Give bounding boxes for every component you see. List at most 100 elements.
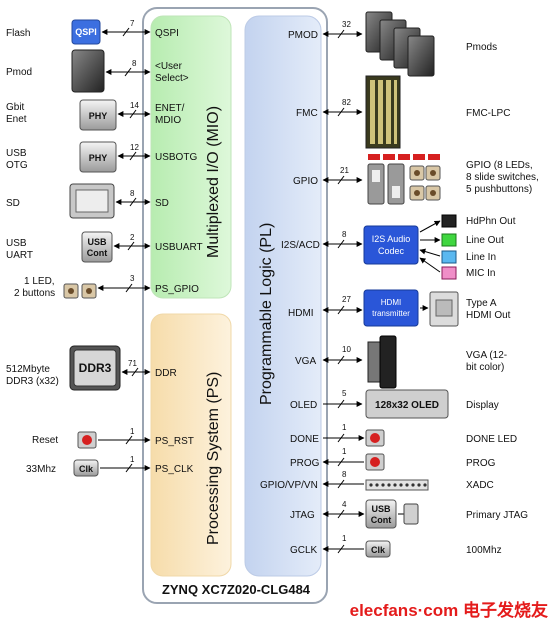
prog-bus-width: 1 [342, 447, 347, 456]
fmc-bus-slash [337, 107, 345, 117]
hdmi-bus-slash [337, 305, 345, 315]
ps-region [150, 313, 232, 577]
usbuart-bus-slash [127, 241, 135, 251]
i2s-signal: I2S/ACD [281, 240, 320, 251]
jtag-signal: JTAG [290, 510, 315, 521]
pmod-right-signal: PMOD [288, 30, 318, 41]
mio-region [150, 15, 232, 299]
flash-label: Flash [6, 28, 30, 39]
hdmi-chip-line1: HDMI [381, 298, 401, 307]
done-signal: DONE [290, 434, 319, 445]
jtag-bus-slash [337, 509, 345, 519]
reset-bus-width: 1 [130, 427, 135, 436]
vga-bus-slash [337, 355, 345, 365]
usbotg-bus-slash [129, 151, 137, 161]
audio-codec-line2: Codec [378, 246, 405, 256]
done-led-label: DONE LED [466, 434, 517, 445]
prog-label: PROG [466, 458, 496, 469]
gpio-label-line1: GPIO (8 LEDs, [466, 160, 533, 171]
usbuart-chip-line1: USB [87, 237, 107, 247]
reset-bus-slash [125, 435, 133, 445]
jtag-chip-line2: Cont [371, 515, 392, 525]
reset-button-cap [82, 435, 92, 445]
pmod-left-bus-slash [124, 67, 132, 77]
qspi-signal: QSPI [155, 28, 179, 39]
ps-gpio-bus-slash [125, 283, 133, 293]
ps-clk-bus-width: 1 [130, 455, 135, 464]
chip-name: ZYNQ XC7Z020-CLG484 [162, 582, 311, 597]
usbotg-label-line2: OTG [6, 160, 28, 171]
ps-gpio-button-1-cap [68, 288, 74, 294]
ps-gpio-label-line1: 1 LED, [24, 276, 55, 287]
ps-clk-signal: PS_CLK [155, 464, 194, 475]
gclk-chip [365, 540, 391, 558]
line-in-jack-icon [441, 250, 457, 264]
jtag-chip-line1: USB [371, 504, 391, 514]
usbotg-bus-width: 12 [130, 143, 139, 152]
jtag-usb-cont-chip [365, 499, 397, 529]
watermark-logo: elecfans·com 电子发烧友 [350, 600, 548, 620]
qspi-chip [71, 19, 101, 45]
usbuart-label-line1: USB [6, 238, 27, 249]
audio-output-1: Line Out [466, 235, 504, 246]
gpio-leds-switches-buttons-icon [367, 154, 441, 205]
jtag-bus-width: 4 [342, 500, 347, 509]
enet-signal-line1: ENET/ [155, 103, 185, 114]
pmod-connectors-icon [365, 11, 435, 77]
usbotg-label-line1: USB [6, 148, 27, 159]
pmod-left-label: Pmod [6, 67, 32, 78]
done-bus-width: 1 [342, 423, 347, 432]
gclk-signal: GCLK [290, 545, 318, 556]
mic-in-jack-icon [441, 266, 457, 280]
gpio-bus-width: 21 [340, 166, 349, 175]
oled-display-icon [365, 389, 449, 419]
pmod-connector-icon [71, 49, 105, 93]
vga-connector-icon [367, 335, 397, 389]
fmc-signal: FMC [296, 108, 318, 119]
reset-label: Reset [32, 435, 58, 446]
usbotg-signal: USBOTG [155, 152, 197, 163]
prog-signal: PROG [290, 458, 320, 469]
enet-phy-label: PHY [89, 111, 108, 121]
usbuart-signal: USBUART [155, 242, 203, 253]
hdmi-label-line2: HDMI Out [466, 310, 511, 321]
enet-signal-line2: MDIO [155, 115, 181, 126]
pmod-left-bus-width: 8 [132, 59, 137, 68]
audio-output-3: MIC In [466, 268, 495, 279]
ddr-label-line2: DDR3 (x32) [6, 376, 59, 387]
audio-codec-chip [363, 225, 419, 265]
jtag-usb-port-icon [403, 503, 419, 525]
usbotg-phy-chip [79, 141, 117, 173]
fmc-bus-width: 82 [342, 98, 351, 107]
ps-clk-bus-slash [125, 463, 133, 473]
xadc-bus-width: 8 [342, 470, 347, 479]
vga-signal: VGA [295, 356, 316, 367]
pmod-left-signal-line1: <User [155, 61, 183, 72]
audio-output-0: HdPhn Out [466, 216, 516, 227]
ddr-signal: DDR [155, 368, 177, 379]
xadc-header-icon [365, 479, 429, 491]
prog-button-cap [370, 457, 380, 467]
sd-bus-width: 8 [130, 189, 135, 198]
qspi-bus-slash [122, 27, 130, 37]
ps-clk-chip [73, 459, 99, 477]
oled-signal: OLED [290, 400, 317, 411]
gclk-bus-width: 1 [342, 534, 347, 543]
usbuart-label-line2: UART [6, 250, 33, 261]
vga-label-line1: VGA (12- [466, 350, 507, 361]
ps-gpio-button-2-cap [86, 288, 92, 294]
enet-bus-width: 14 [130, 101, 139, 110]
ps-clk-freq-label: 33Mhz [26, 464, 56, 475]
qspi-chip-label: QSPI [75, 27, 97, 37]
ps-clk-chip-label: Clk [79, 464, 94, 474]
pmod-right-bus-slash [337, 29, 345, 39]
gpio-signal: GPIO [293, 176, 318, 187]
usbuart-chip [81, 231, 113, 263]
done-led-cap [370, 433, 380, 443]
hdmi-signal: HDMI [288, 308, 314, 319]
xadc-bus-slash [337, 479, 345, 489]
mio-title: Multiplexed I/O (MIO) [205, 106, 222, 258]
sd-bus-slash [129, 197, 137, 207]
